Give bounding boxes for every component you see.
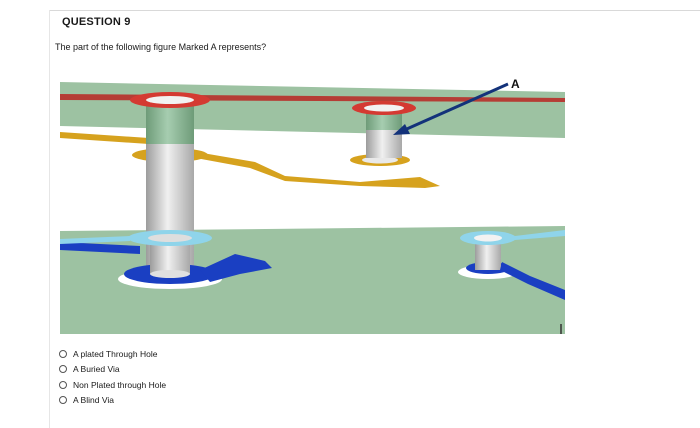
radio-button[interactable] bbox=[59, 396, 67, 405]
red-trace bbox=[60, 92, 565, 115]
pcb-via-figure: A bbox=[60, 77, 565, 334]
left-divider bbox=[49, 10, 50, 428]
top-board-layer bbox=[60, 82, 565, 138]
answer-options: A plated Through Hole A Buried Via Non P… bbox=[59, 346, 166, 408]
radio-button[interactable] bbox=[59, 365, 67, 374]
question-prompt: The part of the following figure Marked … bbox=[55, 42, 267, 52]
bottom-right-via bbox=[458, 230, 565, 300]
option-plated-through-hole[interactable]: A plated Through Hole bbox=[59, 346, 166, 362]
top-divider bbox=[50, 10, 700, 11]
marker-label-a: A bbox=[511, 77, 520, 91]
marker-arrow bbox=[393, 82, 509, 135]
option-label: Non Plated through Hole bbox=[73, 379, 167, 390]
option-label: A plated Through Hole bbox=[73, 348, 158, 359]
option-blind-via[interactable]: A Blind Via bbox=[59, 393, 166, 409]
radio-button[interactable] bbox=[59, 349, 67, 358]
option-label: A Blind Via bbox=[73, 395, 114, 406]
option-buried-via[interactable]: A Buried Via bbox=[59, 362, 166, 378]
blue-trace bbox=[60, 230, 272, 289]
question-header: QUESTION 9 bbox=[62, 16, 131, 28]
option-non-plated-through-hole[interactable]: Non Plated through Hole bbox=[59, 377, 166, 393]
option-label: A Buried Via bbox=[73, 364, 120, 375]
radio-button[interactable] bbox=[59, 380, 67, 389]
